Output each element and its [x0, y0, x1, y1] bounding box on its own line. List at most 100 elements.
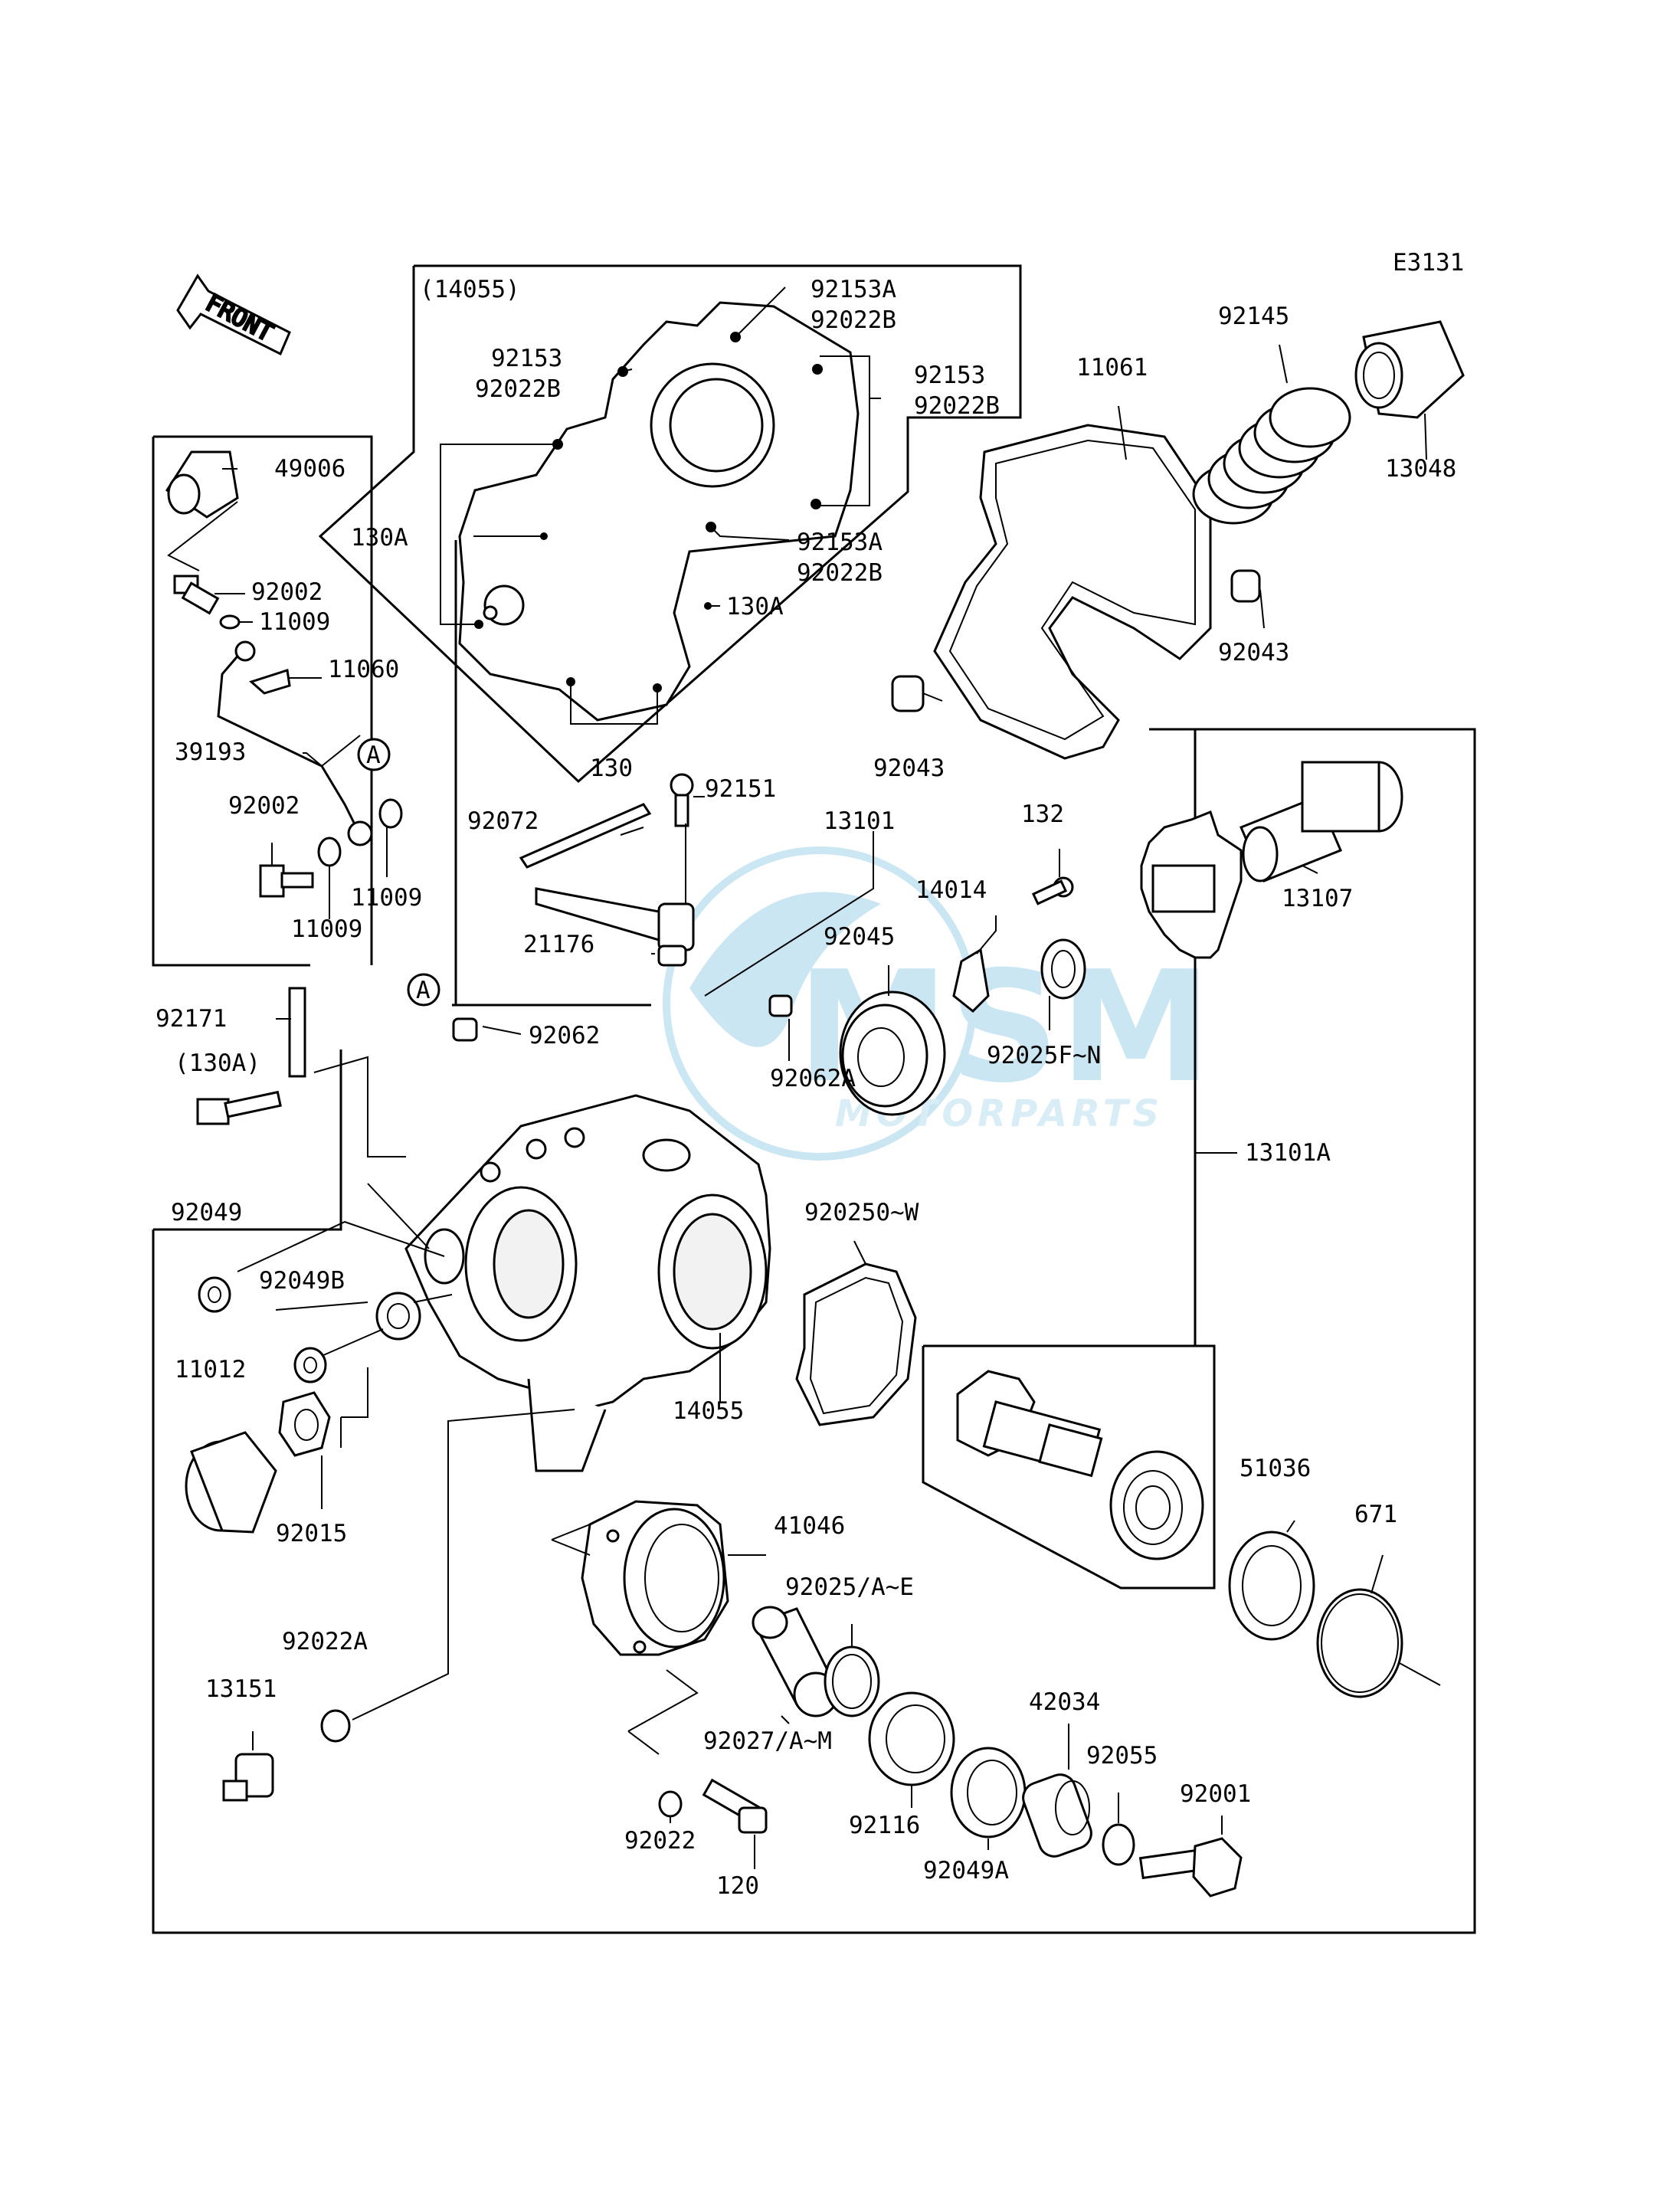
label-41046: 41046 [774, 1512, 845, 1540]
front-arrow: FRONT [176, 273, 291, 356]
washer-11009-a [219, 614, 241, 630]
washer-14014 [1040, 938, 1086, 1000]
label-92055: 92055 [1086, 1742, 1158, 1770]
label-13101: 13101 [824, 807, 895, 835]
label-92049: 92049 [171, 1199, 242, 1226]
label-92022: 92022 [624, 1827, 696, 1855]
label-13101A: 13101A [1245, 1139, 1331, 1167]
washer-11009-c [378, 798, 403, 829]
label-671: 671 [1354, 1501, 1397, 1528]
dowel-92062 [452, 1017, 478, 1042]
label-39193: 39193 [175, 738, 246, 766]
gear-42034 [1022, 1773, 1092, 1858]
part-labels: E3131 (14055) 92153A 92022B 92153 92022B… [156, 249, 1464, 1900]
label-42034: 42034 [1029, 1688, 1100, 1716]
coupling-13048 [1354, 320, 1465, 419]
label-13107: 13107 [1282, 885, 1353, 912]
washer-92049B-2 [293, 1347, 327, 1383]
boot-49006 [165, 450, 239, 519]
label-92027AM: 92027/A~M [703, 1727, 832, 1755]
bearing-92045 [839, 990, 946, 1116]
label-14014: 14014 [915, 876, 987, 904]
oring-92055 [1102, 1823, 1135, 1866]
bolt-92002-a [173, 575, 220, 615]
tie-92072 [519, 803, 652, 869]
ref-marker-a-1: A [357, 738, 391, 771]
label-92049A: 92049A [923, 1857, 1009, 1884]
label-92022B-2: 92022B [475, 375, 561, 403]
label-130A-paren: (130A) [175, 1049, 260, 1077]
label-92116: 92116 [849, 1812, 920, 1839]
cap-11012 [185, 1431, 277, 1534]
label-92015: 92015 [276, 1520, 347, 1547]
label-92001: 92001 [1180, 1780, 1251, 1808]
housing-14055 [404, 1094, 771, 1472]
label-92043-2: 92043 [873, 755, 945, 782]
label-92022B-4: 92022B [797, 559, 883, 587]
label-13151: 13151 [205, 1675, 277, 1703]
ref-a-label-2: A [416, 977, 431, 1004]
label-49006: 49006 [274, 455, 345, 483]
label-92002-1: 92002 [251, 578, 323, 606]
gasket-11060 [249, 669, 291, 695]
gasket-11061 [933, 424, 1212, 760]
label-92002-2: 92002 [228, 792, 300, 820]
clip-92171 [288, 987, 306, 1078]
washer-92022 [658, 1790, 683, 1818]
spring-92145 [1192, 387, 1351, 525]
gasket-920250W [795, 1262, 917, 1426]
oring-671 [1316, 1588, 1403, 1698]
seal-51036 [1228, 1531, 1315, 1641]
label-51036: 51036 [1240, 1455, 1311, 1482]
carrier-41046 [581, 1500, 729, 1656]
label-92153A-2: 92153A [797, 529, 883, 556]
sensor-21176 [535, 887, 695, 967]
bevel-gear-inset [956, 1370, 1204, 1560]
label-92153A-1: 92153A [811, 276, 896, 303]
bolt-132 [1031, 876, 1074, 905]
label-92151: 92151 [705, 775, 776, 803]
washer-11009-b [317, 837, 342, 867]
label-11061: 11061 [1076, 354, 1148, 381]
label-92072: 92072 [467, 807, 539, 835]
label-11012: 11012 [175, 1356, 246, 1383]
label-132: 132 [1021, 801, 1064, 828]
washer-92049 [198, 1276, 231, 1313]
dowel-92062A [768, 994, 793, 1017]
label-92045: 92045 [824, 923, 895, 951]
bolt-92002-b [259, 864, 314, 898]
label-92062A: 92062A [770, 1065, 856, 1092]
label-11009-3: 11009 [351, 884, 422, 912]
shaft-13107 [1240, 761, 1403, 882]
label-92145: 92145 [1218, 303, 1289, 330]
front-label: FRONT [201, 289, 277, 347]
cover-14055 [458, 301, 860, 722]
label-92049B: 92049B [259, 1267, 345, 1295]
seal-92049B [375, 1292, 421, 1341]
label-92153-2: 92153 [914, 362, 985, 389]
nut-92015 [278, 1391, 331, 1457]
label-92022B-3: 92022B [914, 392, 1000, 420]
label-21176: 21176 [523, 931, 594, 958]
label-92062: 92062 [529, 1022, 600, 1049]
label-11009-1: 11009 [259, 608, 330, 636]
label-920250W: 920250~W [804, 1199, 919, 1226]
bearing-92049A [950, 1747, 1027, 1838]
leader-lines [167, 286, 1441, 1869]
bolt-92001 [1138, 1837, 1243, 1897]
plug-13151 [222, 1753, 274, 1802]
label-92043-1: 92043 [1218, 639, 1289, 666]
shim-92027AM [752, 1606, 839, 1717]
ref-a-label-1: A [366, 742, 381, 769]
gear-13101A [1140, 810, 1243, 959]
label-130A-1: 130A [351, 524, 408, 552]
label-92025AE: 92025/A~E [785, 1573, 914, 1601]
label-11060: 11060 [328, 656, 399, 683]
diagram-code: E3131 [1393, 249, 1464, 277]
label-92022B-1: 92022B [811, 306, 896, 334]
bolt-120 [702, 1778, 768, 1834]
label-92171: 92171 [156, 1005, 227, 1033]
label-14055: 14055 [673, 1397, 744, 1425]
label-92022A: 92022A [282, 1628, 368, 1655]
